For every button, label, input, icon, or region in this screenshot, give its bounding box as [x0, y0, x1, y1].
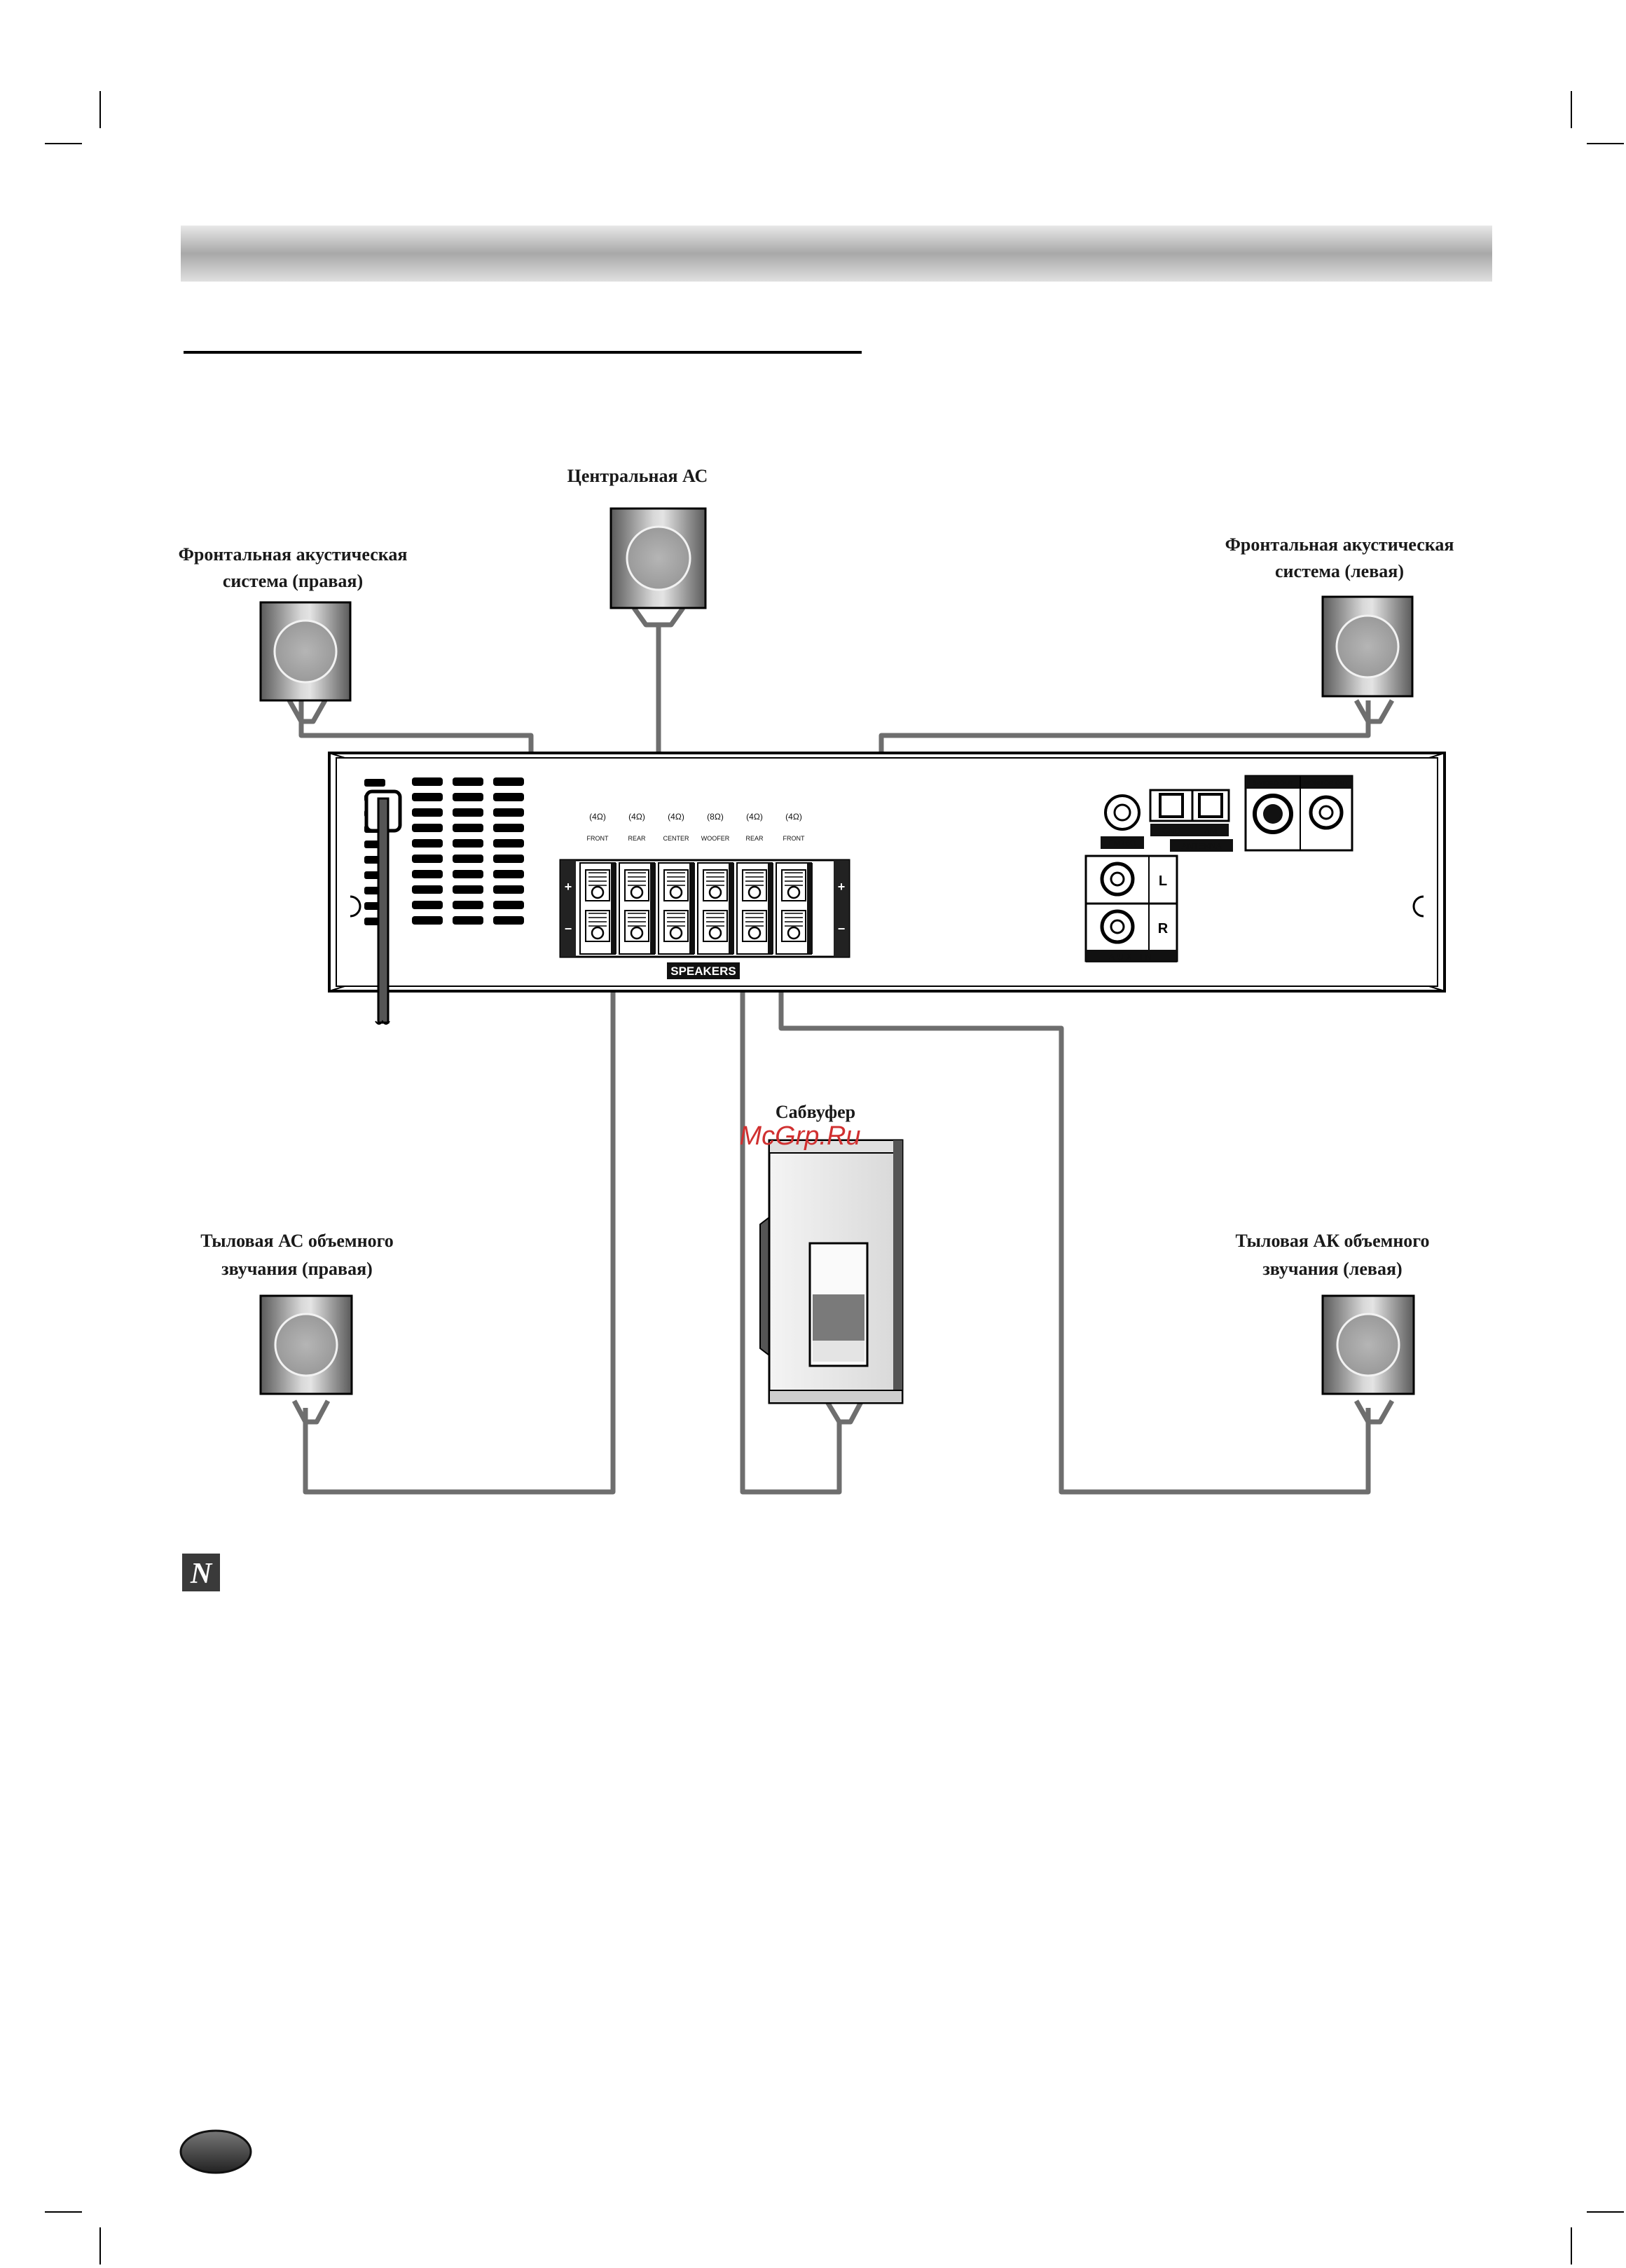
terminal-impedance: (4Ω) — [668, 812, 684, 822]
monitor-label: MONITOR OUT — [1304, 780, 1349, 787]
aux-in-label: AUX IN — [1109, 952, 1154, 962]
vent-slot — [412, 808, 443, 817]
plus-sign: + — [838, 880, 846, 894]
label-rear-left-1: Тыловая АК объемного — [1236, 1231, 1430, 1251]
speaker-terminal — [697, 862, 734, 955]
vent-slot — [412, 793, 443, 801]
speaker-rear-right — [259, 1294, 353, 1395]
speaker-labels: Центральная АС Фронтальная акустическая … — [179, 466, 1454, 1279]
vent-slot — [493, 808, 524, 817]
vent-slot — [493, 839, 524, 848]
subwoofer — [759, 1139, 904, 1404]
vent-slot — [493, 855, 524, 863]
vent-slot — [453, 824, 483, 832]
vent-slot — [493, 870, 524, 878]
minus-sign: − — [565, 922, 572, 936]
speaker-terminal — [776, 862, 813, 955]
label-front-right-1: Фронтальная акустическая — [179, 544, 408, 565]
label-center: Центральная АС — [567, 466, 708, 486]
vent-slot — [412, 901, 443, 909]
vent-slot — [493, 793, 524, 801]
vent-slot — [412, 916, 443, 925]
vent-slot — [493, 885, 524, 894]
aux-l-label: L — [1159, 873, 1167, 889]
watermark: McGrp.Ru — [739, 1121, 860, 1151]
vent-slot — [453, 901, 483, 909]
vent-slot — [453, 839, 483, 848]
minus-sign: − — [838, 922, 846, 936]
aux-r-label: R — [1158, 921, 1169, 936]
vent-slot — [453, 855, 483, 863]
speaker-rear-left — [1321, 1294, 1415, 1395]
crop-marks — [45, 91, 1624, 2264]
label-subwoofer: Сабвуфер — [776, 1102, 855, 1122]
gnd-label: GND — [1162, 826, 1181, 836]
svideo-label: S-VIDEO OUT — [1253, 780, 1294, 787]
terminal-impedance: (4Ω) — [746, 812, 763, 822]
label-front-left-2: система (левая) — [1275, 561, 1404, 581]
speaker-terminal — [579, 862, 616, 955]
vent-slot — [412, 824, 443, 832]
speaker-center — [609, 507, 707, 609]
terminal-impedance: (4Ω) — [589, 812, 606, 822]
vent-slot — [453, 808, 483, 817]
vent-slot — [364, 779, 385, 787]
label-rear-right-2: звучания (правая) — [221, 1259, 373, 1279]
page-number-oval — [179, 2129, 252, 2174]
vent-slot — [493, 824, 524, 832]
speaker-terminal — [736, 862, 773, 955]
terminal-name: FRONT — [783, 835, 805, 842]
speaker-terminal — [619, 862, 656, 955]
terminal-name: CENTER — [663, 835, 689, 842]
terminal-impedance: (8Ω) — [707, 812, 724, 822]
label-front-left-1: Фронтальная акустическая — [1225, 534, 1454, 555]
plus-sign: + — [565, 880, 572, 894]
terminal-name: REAR — [745, 835, 764, 842]
label-rear-right-1: Тыловая АС объемного — [200, 1231, 394, 1251]
speaker-terminal — [658, 862, 695, 955]
vent-slot — [453, 793, 483, 801]
vent-slot — [493, 916, 524, 925]
vent-slot — [412, 855, 443, 863]
terminal-impedance: (4Ω) — [628, 812, 645, 822]
terminal-name: WOOFER — [701, 835, 730, 842]
speaker-front-left — [1321, 595, 1414, 698]
fm-label: FM75Ω — [1108, 838, 1136, 848]
terminal-name: REAR — [628, 835, 646, 842]
label-rear-left-2: звучания (левая) — [1262, 1259, 1402, 1279]
terminal-impedance: (4Ω) — [785, 812, 802, 822]
vent-slot — [412, 777, 443, 786]
note-icon: N — [182, 1554, 220, 1591]
receiver-rear-panel: + − + − (4Ω) FRONT (4Ω) REAR (4Ω) CENTER (8Ω) W… — [328, 752, 1446, 1025]
vent-slot — [453, 777, 483, 786]
vent-slot — [493, 901, 524, 909]
vent-slot — [453, 870, 483, 878]
section-header-bar — [181, 226, 1492, 282]
antenna-label: ANTENNA — [1181, 841, 1221, 851]
vent-slot — [493, 777, 524, 786]
speakers-label: SPEAKERS — [670, 964, 736, 978]
speaker-front-right — [259, 601, 352, 702]
am-label: AM — [1204, 826, 1217, 836]
label-front-right-2: система (правая) — [223, 571, 363, 591]
vent-slot — [453, 916, 483, 925]
vent-slot — [453, 885, 483, 894]
vent-slot — [412, 839, 443, 848]
terminal-name: FRONT — [587, 835, 609, 842]
note-symbol: N — [190, 1558, 213, 1590]
vent-slot — [412, 885, 443, 894]
vent-slot — [412, 870, 443, 878]
